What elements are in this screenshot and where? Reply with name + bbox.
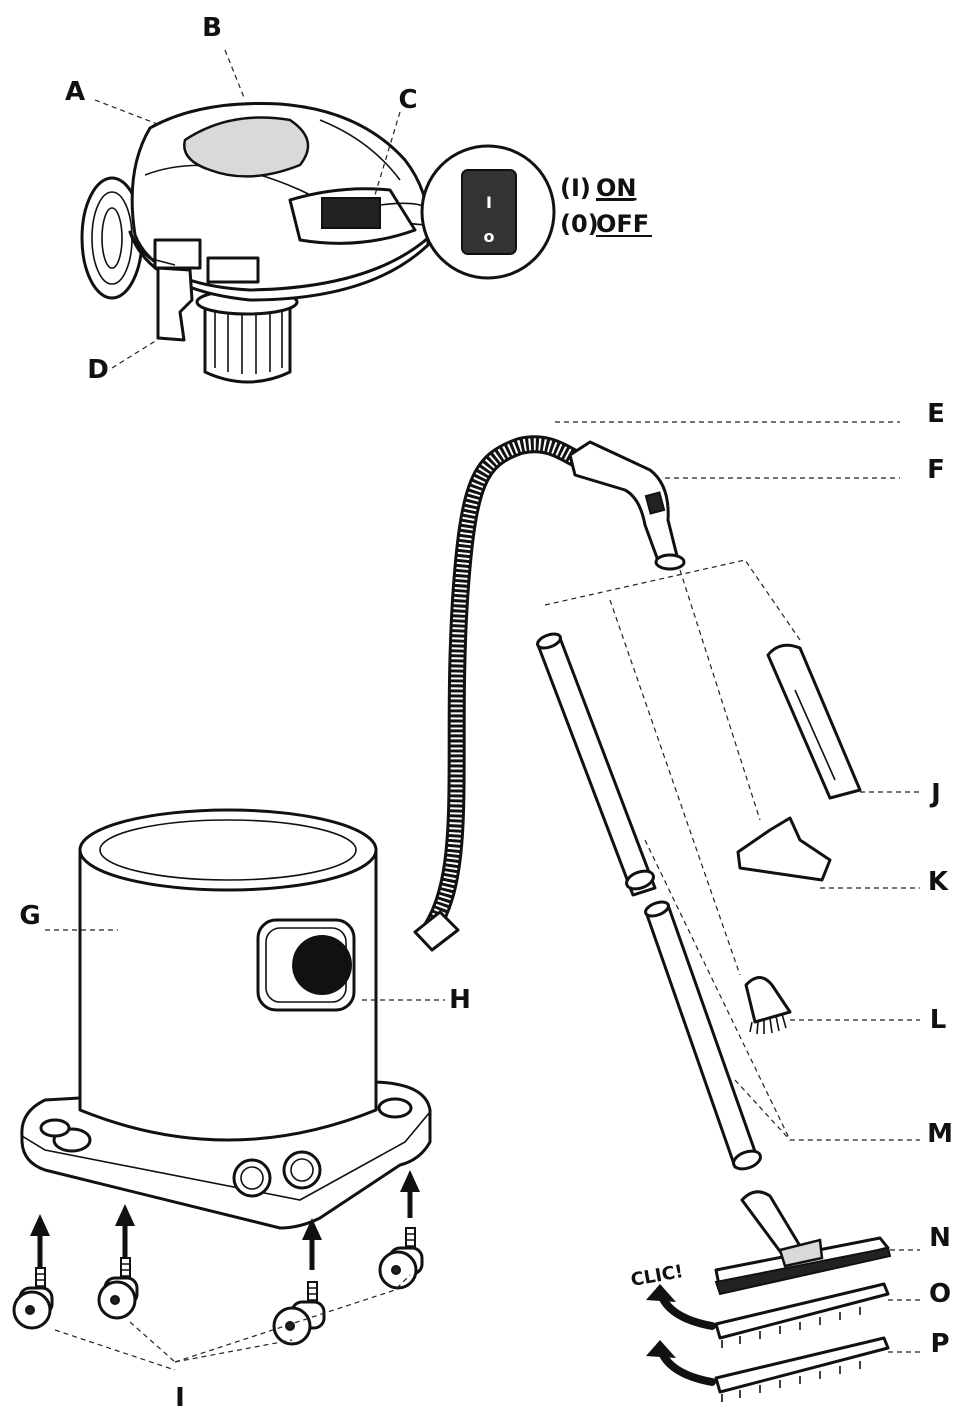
label-p: P: [930, 1329, 949, 1359]
accessories: [736, 643, 862, 1035]
switch-off-symbol: o: [484, 227, 495, 246]
leader-lines: [45, 49, 920, 1371]
switch-off-label: OFF: [596, 210, 649, 238]
tank: [20, 808, 432, 1230]
switch-on-symbol: I: [486, 193, 492, 212]
caster: [12, 1267, 54, 1330]
motor-head: [80, 102, 430, 384]
label-e: E: [927, 399, 945, 429]
floor-nozzle: CLIC!: [629, 1190, 892, 1402]
caster: [272, 1281, 326, 1346]
switch-callout: I o (I) ON (0) OFF: [379, 144, 652, 280]
switch-off-code: (0): [560, 210, 599, 238]
caster: [378, 1227, 424, 1290]
label-k: K: [928, 867, 949, 897]
caster-arrows: [30, 1170, 420, 1270]
label-b: B: [202, 13, 222, 43]
switch-on-code: (I): [560, 174, 591, 202]
label-i: I: [175, 1383, 185, 1412]
label-f: F: [927, 455, 945, 485]
label-n: N: [929, 1223, 951, 1253]
label-d: D: [87, 355, 109, 385]
label-h: H: [449, 985, 471, 1015]
rocker-switch: [461, 169, 517, 255]
clic-text: CLIC!: [629, 1261, 685, 1291]
label-l: L: [930, 1005, 947, 1035]
label-a: A: [65, 77, 85, 107]
label-c: C: [398, 85, 417, 115]
label-o: O: [929, 1279, 951, 1309]
caster: [97, 1257, 139, 1320]
hose: [413, 435, 686, 952]
part-labels: A B C D E F G H I J K L M N O P: [19, 13, 953, 1412]
label-m: M: [927, 1119, 953, 1149]
label-j: J: [929, 779, 941, 809]
casters: [12, 1170, 424, 1346]
extension-tubes: [536, 632, 762, 1171]
switch-on-label: ON: [596, 174, 637, 202]
label-g: G: [19, 901, 40, 931]
